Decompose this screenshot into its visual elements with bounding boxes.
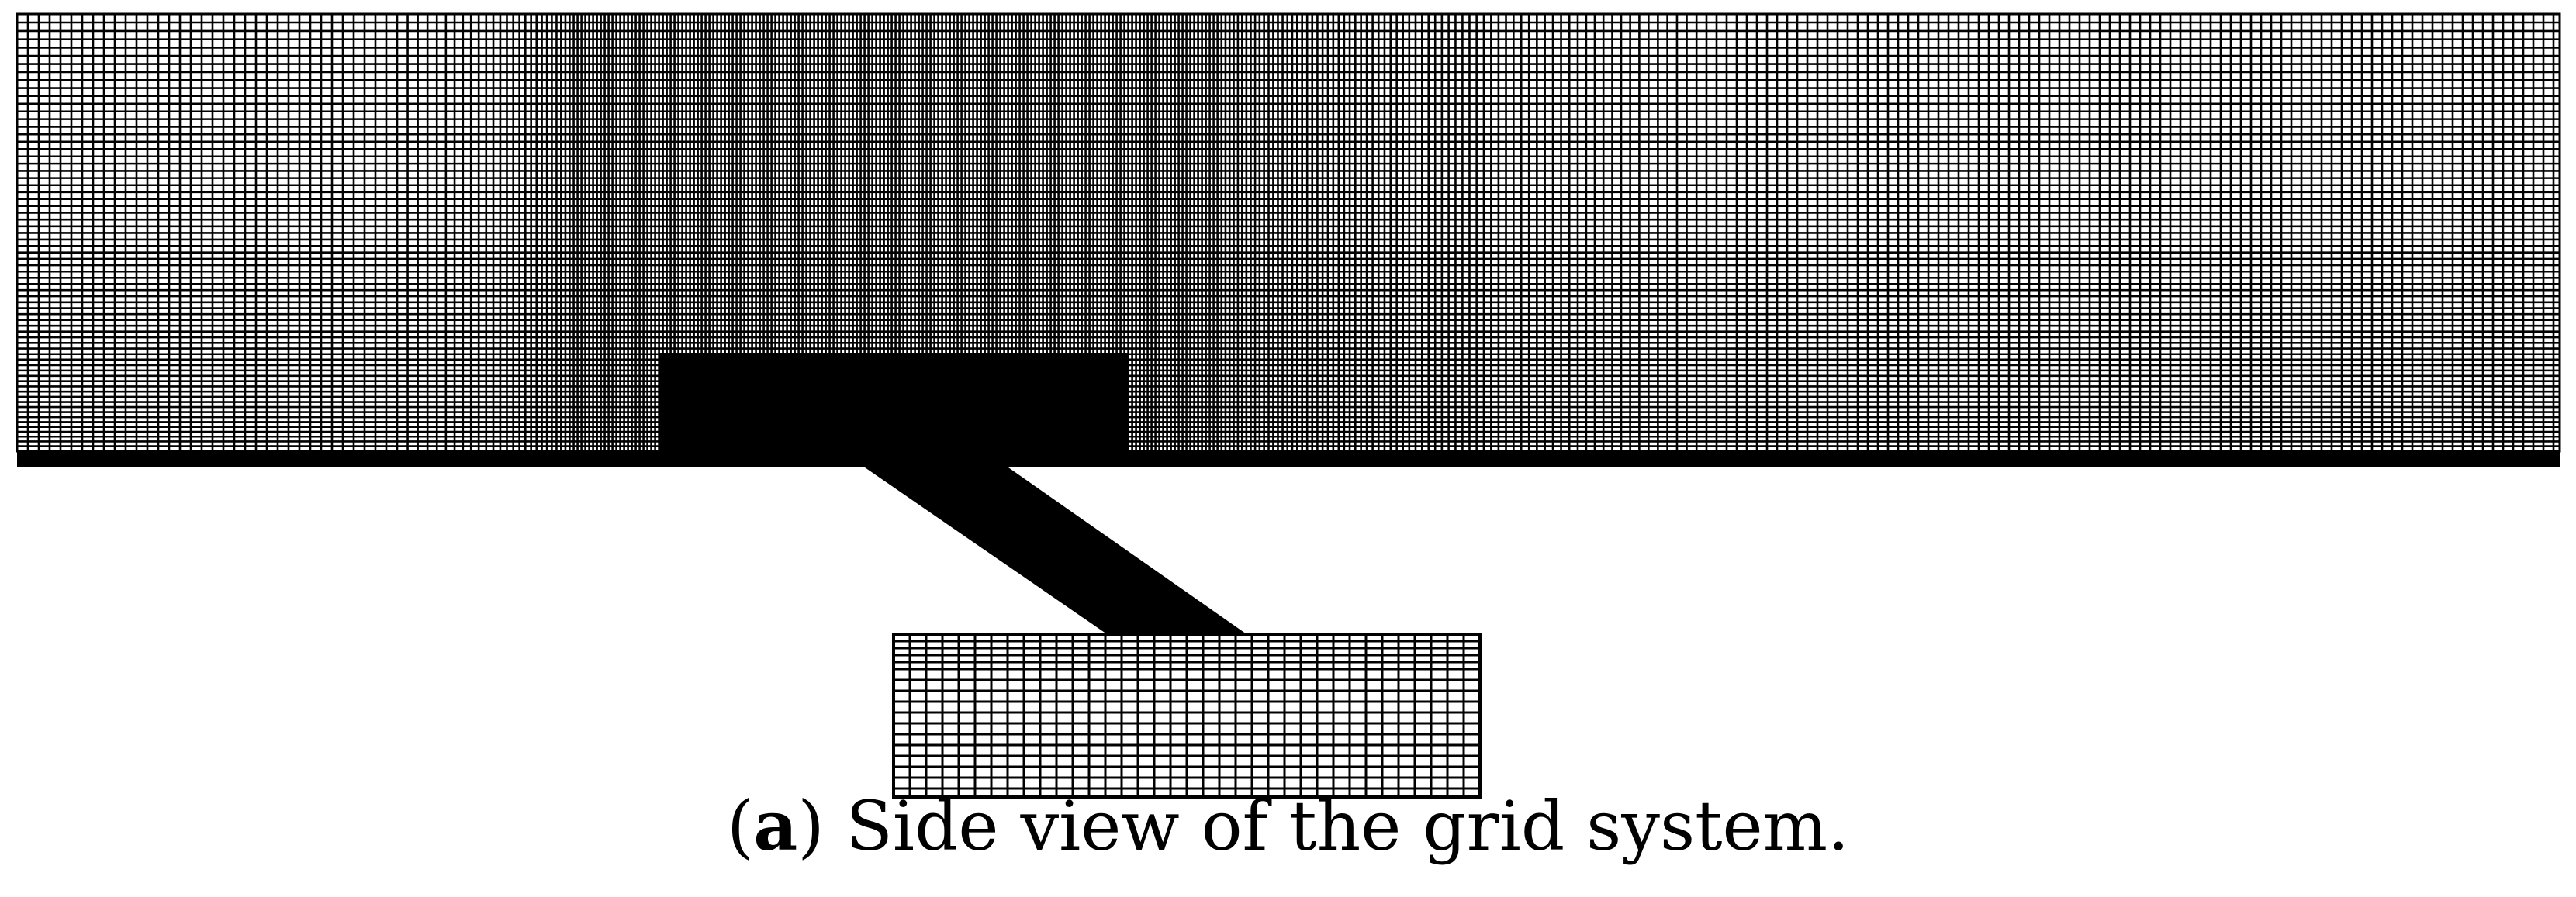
inclined-channel [865,467,1249,636]
figure-caption: (a) Side view of the grid system. [0,768,2576,884]
upper-domain-grid [16,12,2561,453]
caption-text: ) Side view of the grid system. [797,786,1850,866]
wall-boundary [17,450,2560,467]
lower-domain-frame [892,633,1482,799]
dense-block [659,353,1129,457]
lower-domain-grid [892,633,1482,799]
refined-region [659,353,1129,457]
caption-open: ( [726,786,754,866]
caption-label: a [753,785,798,866]
